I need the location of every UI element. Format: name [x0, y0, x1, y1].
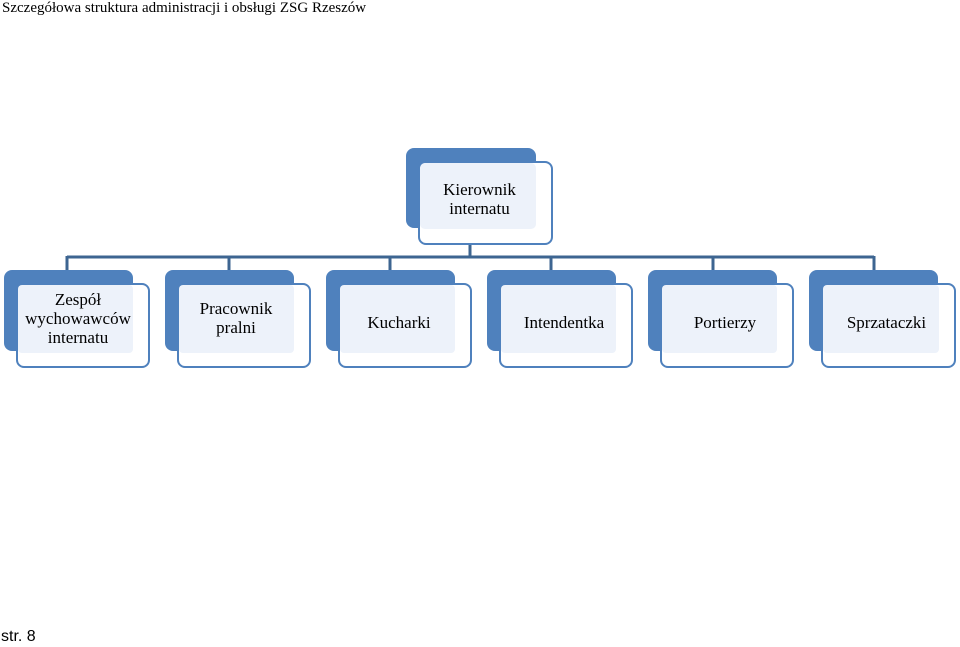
node-box: Pracownik pralni	[177, 283, 311, 368]
node-label: Pracownik pralni	[199, 298, 273, 337]
node-inner-fill	[501, 285, 616, 353]
org-node-child: Pracownik pralni	[165, 270, 311, 368]
node-inner-fill	[420, 163, 536, 229]
node-inner-fill	[340, 285, 455, 353]
org-node-root: Kierownik internatu	[406, 148, 553, 245]
node-box: Portierzy	[660, 283, 794, 368]
node-label: Sprzataczki	[846, 313, 927, 332]
node-inner-fill	[179, 285, 294, 353]
org-node-child: Sprzataczki	[809, 270, 956, 368]
node-box: Intendentka	[499, 283, 633, 368]
node-inner-fill	[662, 285, 777, 353]
node-box: Zespół wychowawców internatu	[16, 283, 150, 368]
page-title: Szczegółowa struktura administracji i ob…	[2, 0, 367, 16]
node-label: Portierzy	[693, 313, 757, 332]
node-box: Kucharki	[338, 283, 472, 368]
page-number: str. 8	[1, 628, 36, 645]
org-node-child: Kucharki	[326, 270, 472, 368]
node-inner-fill	[823, 285, 939, 353]
node-box: Sprzataczki	[821, 283, 956, 368]
org-node-child: Zespół wychowawców internatu	[4, 270, 150, 368]
node-label: Zespół wychowawców internatu	[25, 290, 131, 347]
org-node-child: Intendentka	[487, 270, 633, 368]
node-inner-fill	[18, 285, 133, 353]
node-label: Kierownik internatu	[443, 180, 516, 218]
node-label: Kucharki	[367, 313, 431, 332]
node-label: Intendentka	[523, 313, 605, 332]
node-box: Kierownik internatu	[418, 161, 553, 245]
org-node-child: Portierzy	[648, 270, 794, 368]
